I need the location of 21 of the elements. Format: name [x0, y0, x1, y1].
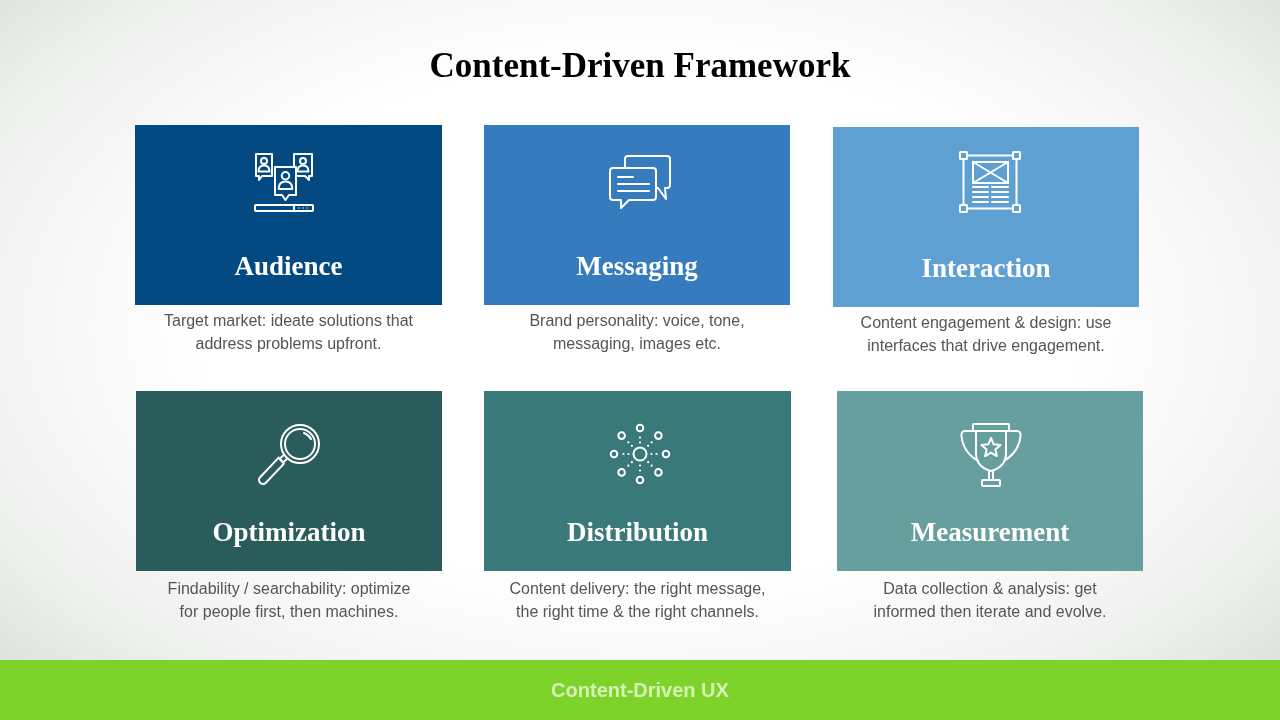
tile-heading: Distribution [567, 516, 708, 548]
tile-heading: Audience [234, 250, 343, 282]
footer-text: Content-Driven UX [551, 678, 729, 703]
title: Content-Driven Framework [429, 45, 851, 87]
footer-band [0, 660, 1280, 720]
tile-heading: Measurement [910, 516, 1070, 548]
category-tile [484, 391, 791, 571]
tile-description: Target market: ideate solutions that address problems upfront. [163, 311, 414, 354]
tile-heading: Optimization [212, 516, 366, 548]
tile-description: Findability / searchability: optimize for people first, then machines. [166, 579, 412, 622]
tile-heading: Interaction [921, 252, 1051, 284]
tile-description: Brand personality: voice, tone, messaging, images etc. [528, 311, 746, 354]
tile-description: Content engagement & design: use interfaces that drive engagement. [859, 313, 1113, 356]
category-tile [837, 391, 1143, 571]
tile-description: Data collection & analysis: get informed then iterate and evolve. [872, 579, 1108, 622]
tile-heading: Messaging [576, 250, 698, 282]
category-tile [833, 127, 1139, 307]
category-tile [484, 125, 790, 305]
category-tile [136, 391, 442, 571]
category-tile [135, 125, 442, 305]
tile-description: Content delivery: the right message, the right time & the right channels. [508, 579, 767, 622]
